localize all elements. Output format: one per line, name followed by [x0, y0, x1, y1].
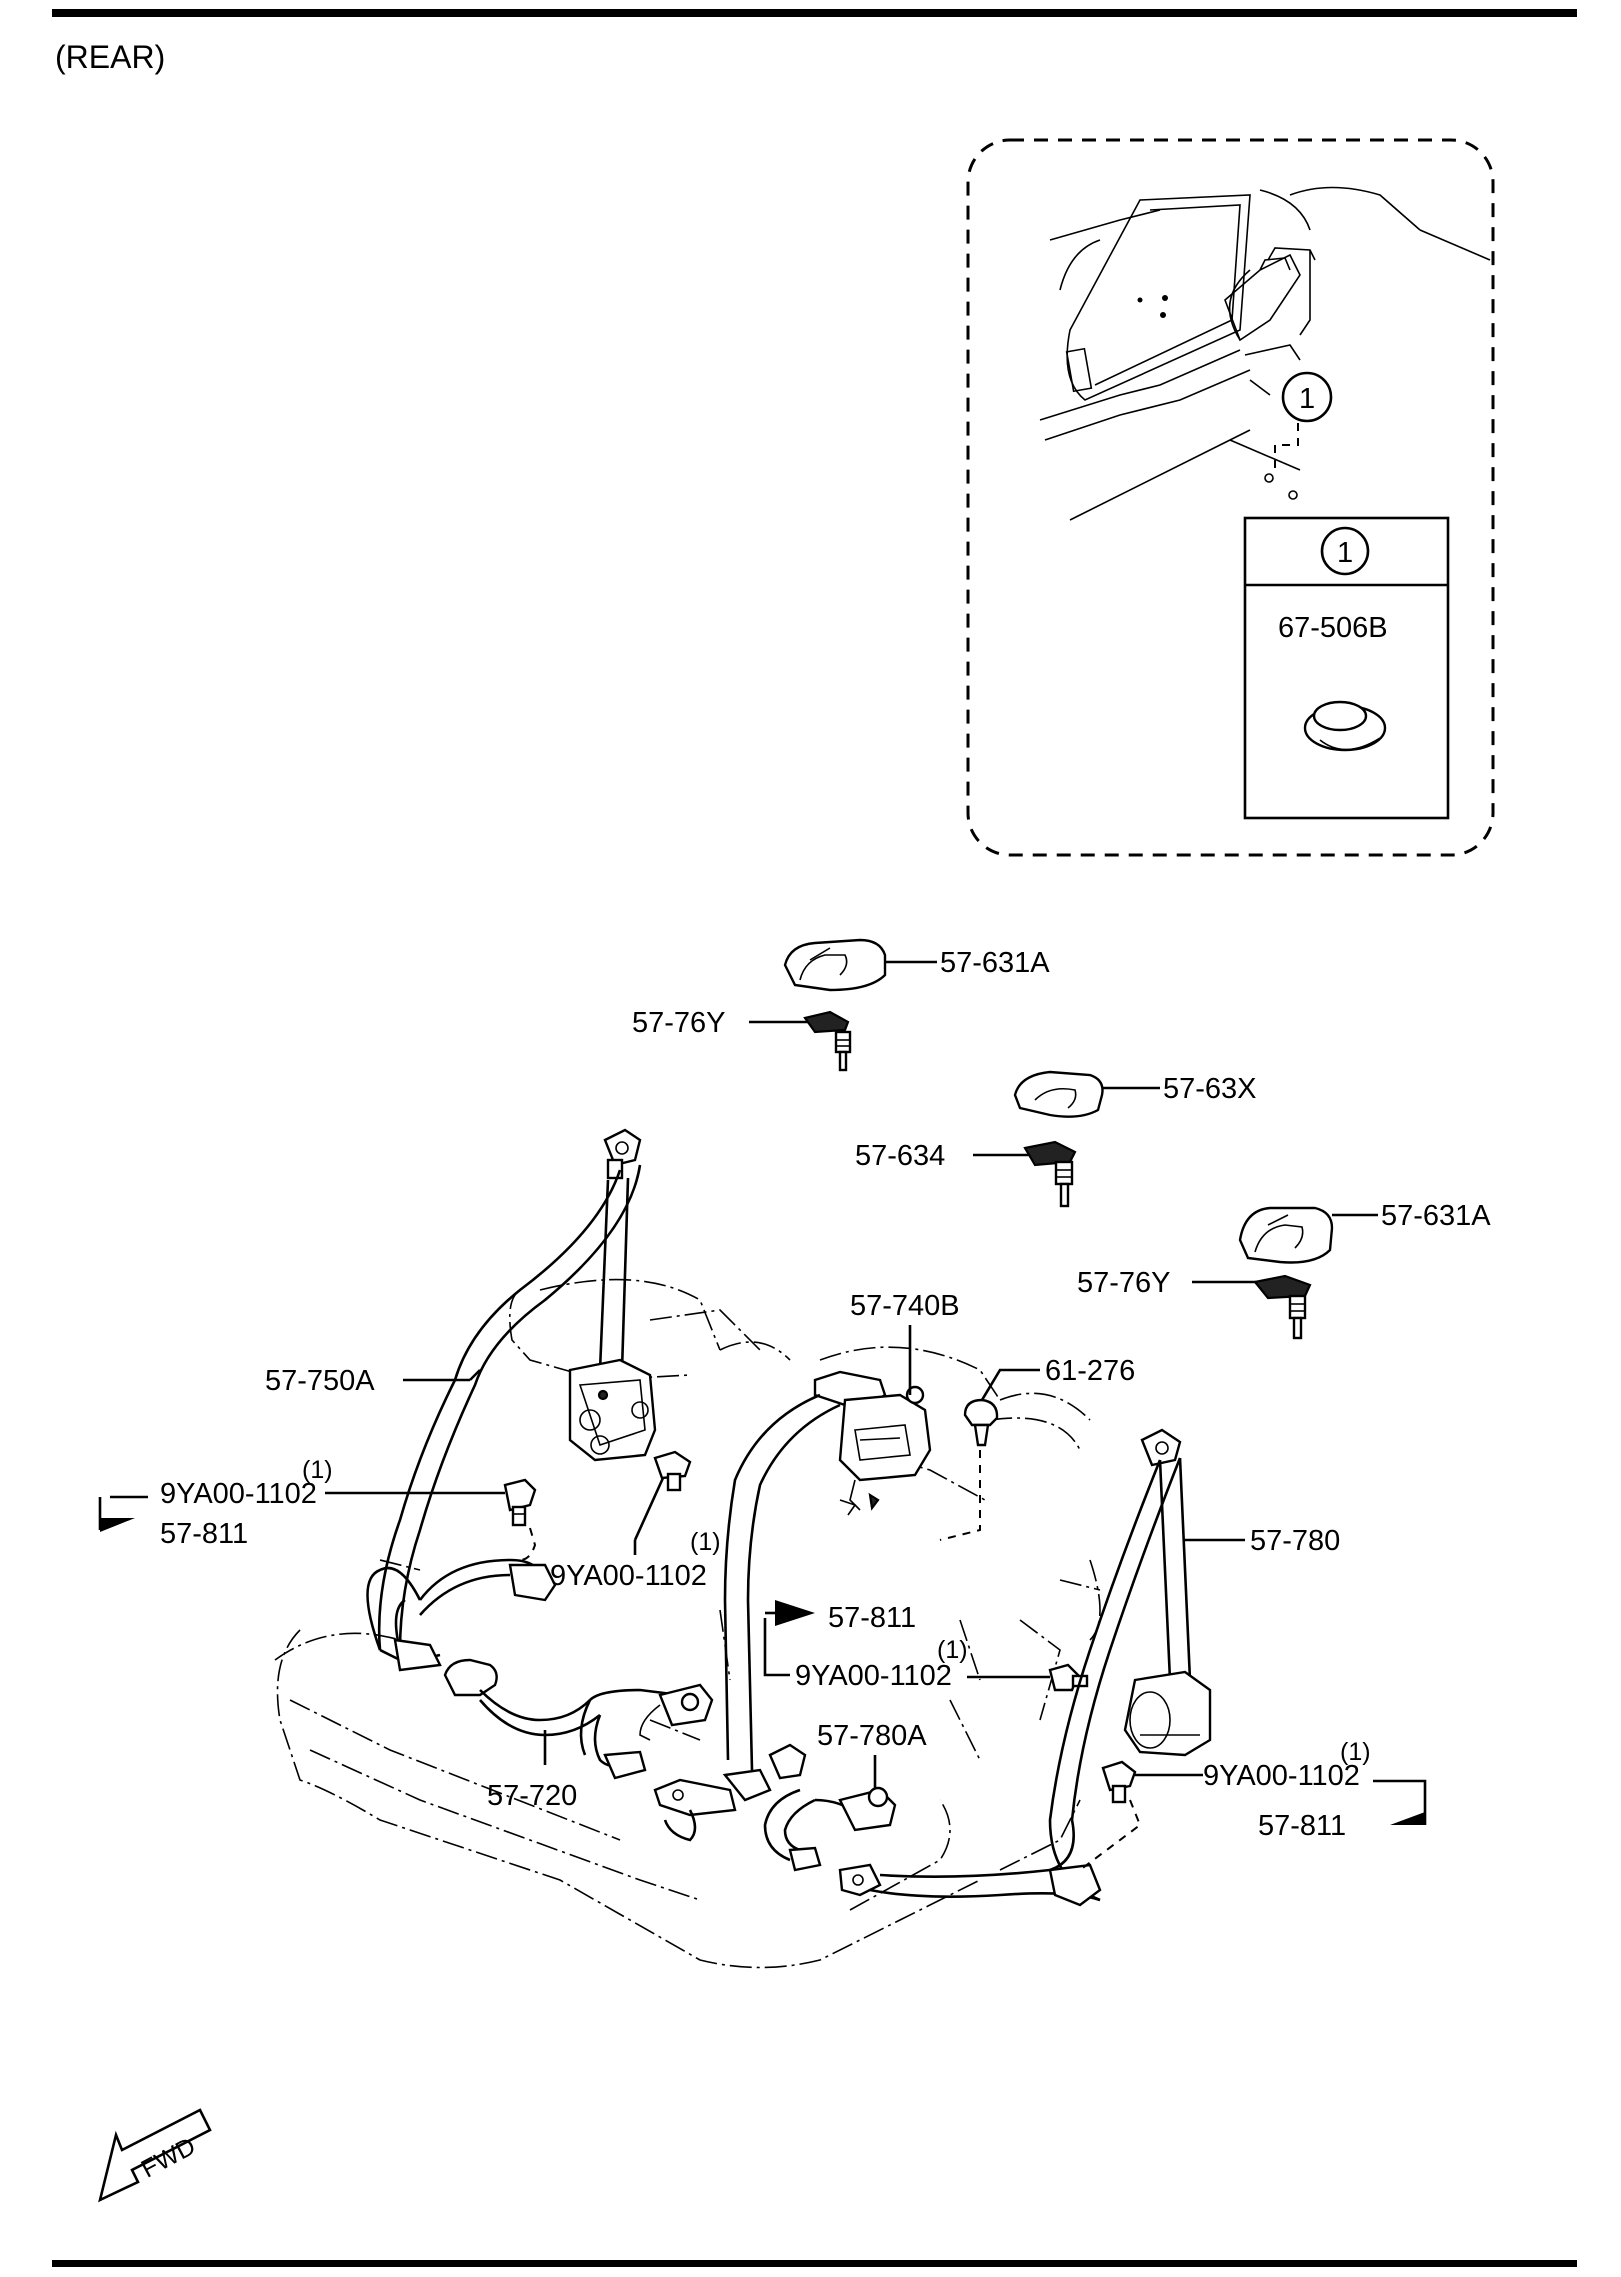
- label-61-276: 61-276: [1045, 1355, 1135, 1387]
- inset-dashed-frame: [966, 138, 1495, 857]
- inset-table-symbol: 1: [1337, 537, 1353, 569]
- anchor-cover-57-63X: [1013, 1070, 1104, 1118]
- anchor-cover-57-631A-right: [1238, 1206, 1334, 1264]
- anchor-bolt-57-634: [1023, 1140, 1077, 1208]
- bolt-9YA00-mid: [653, 1450, 692, 1492]
- label-qty-center: (1): [937, 1636, 968, 1664]
- anchor-cover-57-631A-top: [783, 938, 887, 992]
- label-57-76Y-top: 57-76Y: [632, 1007, 726, 1039]
- label-57-811-right: 57-811: [1258, 1810, 1346, 1842]
- clip-61-276: [963, 1398, 999, 1447]
- label-57-811-center: 57-811: [828, 1602, 916, 1634]
- label-57-720: 57-720: [487, 1780, 577, 1812]
- top-border: [52, 9, 1577, 17]
- buckle-57-720: [443, 1658, 714, 1780]
- label-57-740B: 57-740B: [850, 1290, 960, 1322]
- view-label: (REAR): [55, 39, 165, 75]
- fwd-label: FWD: [137, 2132, 200, 2183]
- label-9YA00-mid: 9YA00-1102: [550, 1560, 707, 1592]
- inset-vehicle-sketch: [1039, 186, 1491, 521]
- label-57-631A-top: 57-631A: [940, 947, 1050, 979]
- belt-assembly-57-750A: [366, 1128, 657, 1672]
- inset-table-circle: [1320, 526, 1370, 576]
- bolt-9YA00-right: [1101, 1760, 1137, 1804]
- label-57-750A: 57-750A: [265, 1365, 375, 1397]
- flag-arrow-left-icon: [100, 1518, 135, 1532]
- label-9YA00-right: 9YA00-1102: [1203, 1760, 1360, 1792]
- label-9YA00-left: 9YA00-1102: [160, 1478, 317, 1510]
- flag-arrow-center-icon: [775, 1600, 815, 1626]
- label-qty-right: (1): [1340, 1738, 1371, 1766]
- label-9YA00-center: 9YA00-1102: [795, 1660, 952, 1692]
- label-57-63X: 57-63X: [1163, 1073, 1257, 1105]
- belt-assembly-57-780: [838, 1428, 1212, 1907]
- center-lower-anchor: [653, 1768, 772, 1842]
- label-57-780: 57-780: [1250, 1525, 1340, 1557]
- flag-arrow-right-icon: [1390, 1812, 1425, 1825]
- rear-seat-outline: [274, 1278, 1101, 1969]
- inset-callout-symbol: 1: [1299, 383, 1315, 415]
- label-57-811-left: 57-811: [160, 1518, 248, 1550]
- anchor-bolt-57-76Y-right: [1252, 1274, 1312, 1340]
- label-57-631A-right: 57-631A: [1381, 1200, 1491, 1232]
- inset-detail: 1 1 67-506B: [966, 138, 1495, 857]
- inset-parts-table: [1243, 516, 1450, 820]
- label-57-780A: 57-780A: [817, 1720, 927, 1752]
- forward-arrow-icon: FWD: [98, 2108, 212, 2203]
- belt-assembly-57-740B: [723, 1370, 932, 1771]
- anchor-bolt-57-76Y-top: [803, 1010, 852, 1072]
- inset-callout-circle: [1281, 371, 1333, 423]
- label-qty-left: (1): [302, 1456, 333, 1484]
- plug-grommet-icon: [1303, 700, 1387, 752]
- bottom-border: [52, 2260, 1577, 2267]
- label-57-76Y-right: 57-76Y: [1077, 1267, 1171, 1299]
- label-57-634: 57-634: [855, 1140, 945, 1172]
- label-qty-mid: (1): [690, 1528, 721, 1556]
- inset-part-number: 67-506B: [1278, 612, 1388, 644]
- buckle-57-780A: [763, 1743, 897, 1872]
- bolt-9YA00-left: [503, 1478, 537, 1527]
